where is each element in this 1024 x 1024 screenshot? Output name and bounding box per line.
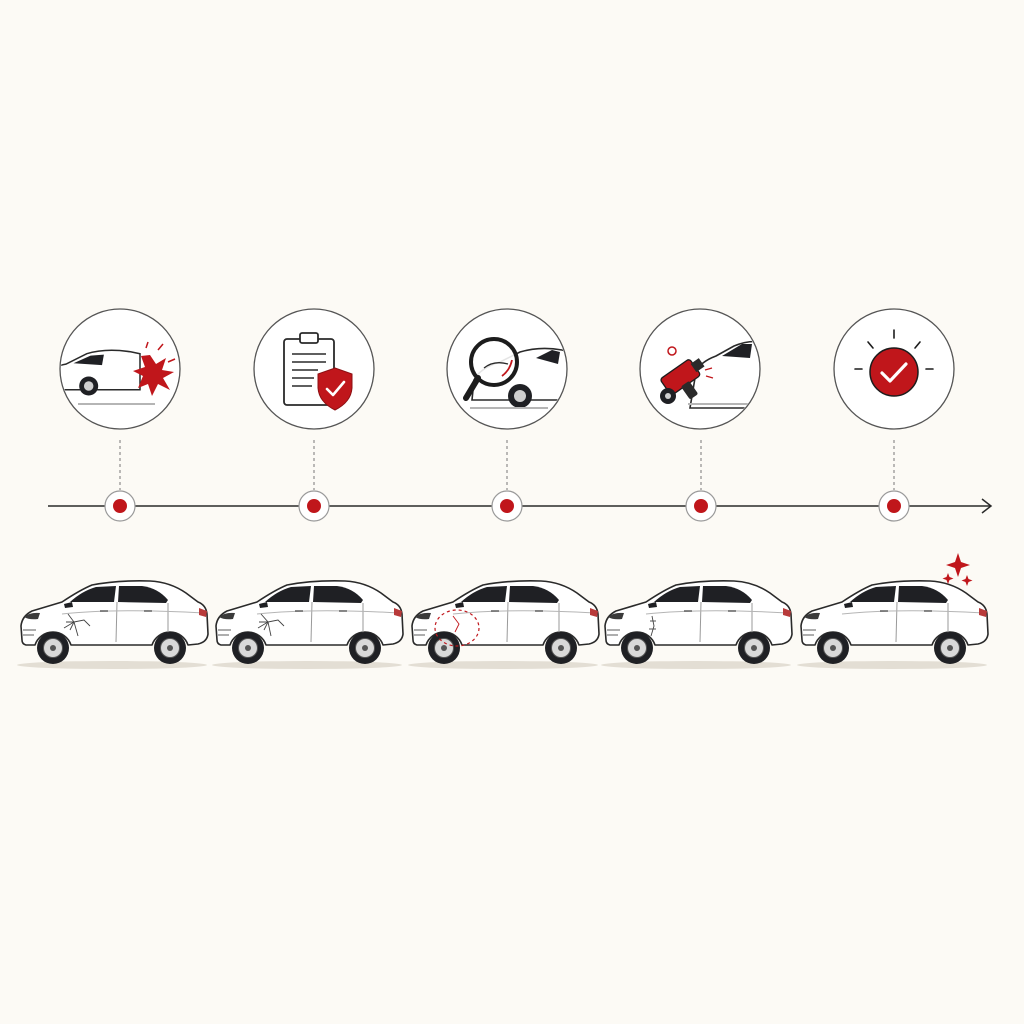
stage-connectors xyxy=(119,440,895,490)
car-stage-5 xyxy=(796,580,989,670)
damage-assessment-marker xyxy=(434,609,480,647)
crack-damage xyxy=(63,613,91,637)
sparkle-icon xyxy=(942,553,973,586)
repair-icon xyxy=(639,308,761,430)
car-stage-4 xyxy=(600,580,793,670)
timeline-marker-1 xyxy=(104,490,136,522)
car-stage-1 xyxy=(16,580,209,670)
car-stage-3 xyxy=(407,580,600,670)
timeline-arrowhead-icon xyxy=(981,498,993,514)
timeline-marker-2 xyxy=(298,490,330,522)
car-collision-icon xyxy=(59,308,181,430)
timeline-marker-4 xyxy=(685,490,717,522)
inspection-icon xyxy=(446,308,568,430)
completed-check-icon xyxy=(833,308,955,430)
timeline-marker-5 xyxy=(878,490,910,522)
repaired-seam xyxy=(649,615,656,637)
timeline-marker-3 xyxy=(491,490,523,522)
crack-damage xyxy=(257,613,285,637)
car-stage-2 xyxy=(211,580,404,670)
insurance-claim-icon xyxy=(253,308,375,430)
